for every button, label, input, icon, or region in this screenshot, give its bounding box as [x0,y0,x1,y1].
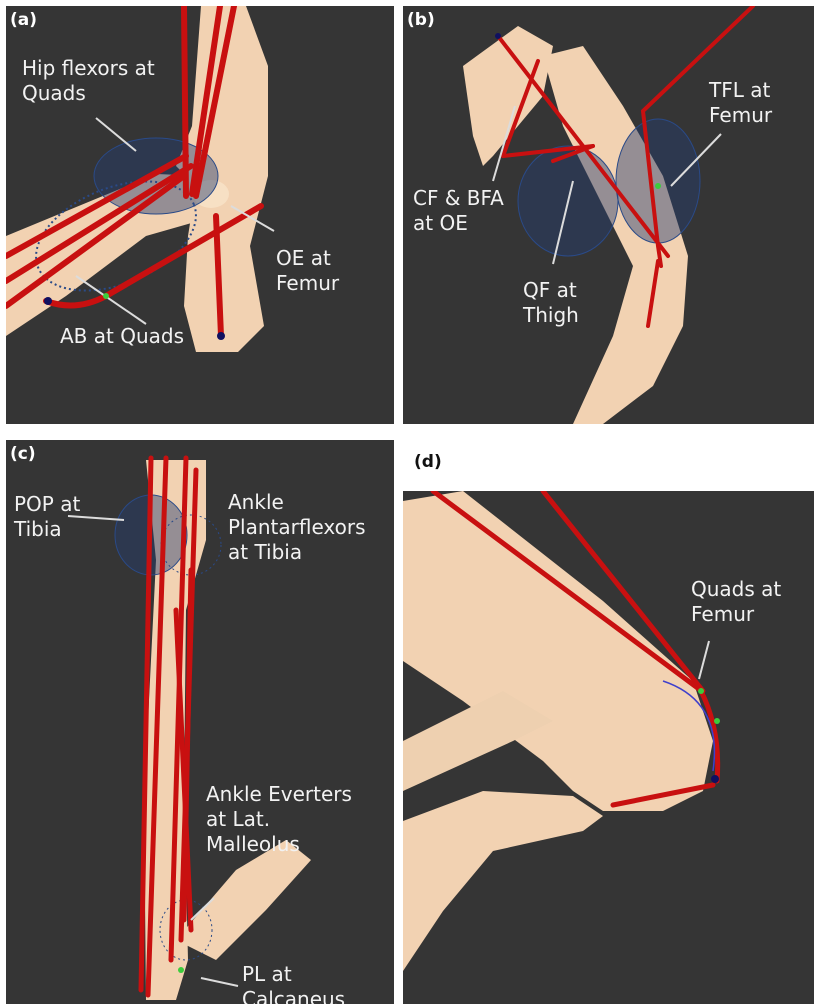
tibia-bone [403,791,603,971]
panel-a-label: (a) [10,10,37,30]
annotation-cf-bfa: CF & BFA at OE [413,186,504,236]
annotation-oe-femur: OE at Femur [276,246,339,296]
annotation-arrows [699,641,709,679]
foot-bones [176,840,311,960]
panel-b-label: (b) [407,10,435,30]
annotation-ankle-plantarflexors: Ankle Plantarflexors at Tibia [228,490,366,565]
panel-a: (a) Hip flexors at Quads OE at Femur AB … [6,6,394,424]
annotation-qf-thigh: QF at Thigh [523,278,579,328]
annotation-pop-tibia: POP at Tibia [14,492,80,542]
annotation-quads-femur: Quads at Femur [691,577,781,627]
annotation-ankle-everters: Ankle Everters at Lat. Malleolus [206,782,352,857]
panel-d-label: (d) [414,452,442,472]
panel-d-render [403,491,814,1004]
annotation-hip-flexors: Hip flexors at Quads [22,56,155,106]
annotation-tfl-femur: TFL at Femur [709,78,772,128]
panel-c-label: (c) [10,444,36,464]
panel-c: (c) POP at Tibia Ankle Plantarflexors at… [6,440,394,1004]
panel-b: (b) TFL at Femur CF & BFA at OE QF at Th… [403,6,814,424]
wrap-tfl [616,119,700,243]
annotation-ab-quads: AB at Quads [60,324,184,349]
panel-d: Quads at Femur [403,491,814,1004]
annotation-pl-calcaneus: PL at Calcaneus [242,962,345,1004]
